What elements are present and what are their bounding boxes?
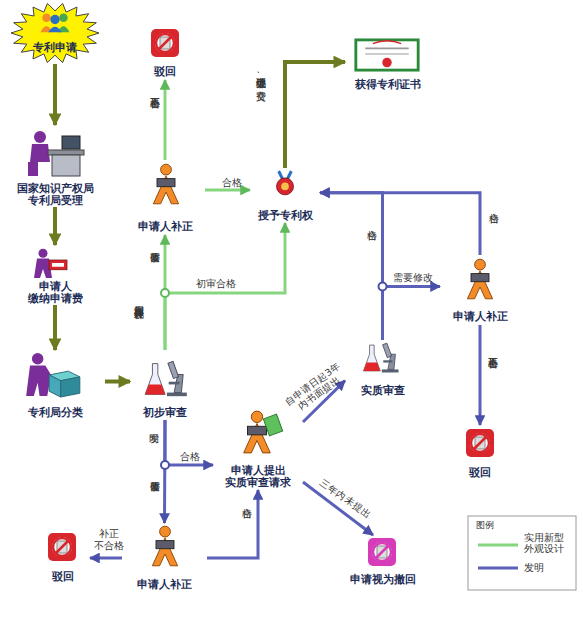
start-burst: 专利申请 <box>10 2 100 64</box>
legend-line <box>478 567 518 570</box>
lab-icon <box>145 361 187 396</box>
edge-label: 合格 <box>241 500 253 530</box>
office-icon <box>28 131 84 176</box>
medal-icon <box>277 170 294 195</box>
process-node: 初步审查 <box>130 350 200 420</box>
edge-label: 补正不合格 <box>487 350 499 410</box>
node-label: 申请人补正 <box>453 310 508 323</box>
edge-label: 办理登记手续、 交费 <box>255 70 267 150</box>
flow-arrow <box>164 80 167 160</box>
flow-arrow <box>53 64 57 125</box>
flow-arrow <box>90 557 122 560</box>
process-node: 申请人提出 实质审查请求 <box>213 410 303 490</box>
flow-arrow <box>383 287 441 341</box>
node-label: 授予专利权 <box>258 209 313 222</box>
burst-outline <box>10 2 100 64</box>
connectors <box>55 62 480 558</box>
flow-arrow <box>285 62 345 168</box>
node-label: 实质审查 <box>361 384 405 397</box>
free-label: 发明 <box>148 426 160 456</box>
flow-arrow <box>105 380 130 384</box>
node-label: 申请人补正 <box>137 578 192 591</box>
edge-label: 初审合格 <box>196 278 236 290</box>
flow-arrow <box>165 420 213 465</box>
person-icon <box>153 164 178 204</box>
person-icon <box>467 259 492 299</box>
flow-arrow <box>205 189 250 192</box>
legend-text: 实用新型 外观设计 <box>524 532 570 555</box>
process-node: 国家知识产权局 专利局受理 <box>0 125 110 207</box>
reject-icon <box>48 533 76 561</box>
edge-label: 合格 <box>488 205 500 235</box>
flow-arrow <box>165 223 285 350</box>
process-node: 申请视为撤回 <box>335 535 430 590</box>
process-node: 申请人 缴纳申请费 <box>20 245 90 305</box>
node-label: 获得专利证书 <box>355 78 421 91</box>
reject-icon <box>151 29 179 57</box>
node-label: 驳回 <box>469 466 491 479</box>
legend-text: 发明 <box>524 562 570 573</box>
process-node: 申请人补正 <box>122 523 207 593</box>
edge-label: 合格 <box>222 177 242 189</box>
lab-icon <box>363 343 398 372</box>
edge-label: 补正不合格 <box>149 90 161 150</box>
person-icon <box>244 411 271 453</box>
process-node: 申请人补正 <box>440 255 520 325</box>
process-node: 授予专利权 <box>250 168 320 223</box>
free-label: 图例 <box>476 520 494 530</box>
edge-label: 需要修改 <box>149 245 161 291</box>
junction-dot <box>379 283 387 291</box>
flow-arrow <box>53 305 57 350</box>
flow-arrow <box>320 193 480 255</box>
edge-label: 需要修改 <box>393 272 433 284</box>
flow-arrow <box>53 207 57 245</box>
node-label: 申请人提出 实质审查请求 <box>213 464 303 489</box>
document-icon <box>263 414 282 436</box>
legend-box <box>468 516 576 590</box>
flow-arrow <box>163 420 167 523</box>
edge-label: 需要修改 <box>149 474 161 520</box>
flow-arrow <box>479 325 482 425</box>
process-node: 专利局分类 <box>5 350 105 420</box>
node-label: 申请人 缴纳申请费 <box>20 280 90 305</box>
edge-label: 合格 <box>366 222 378 252</box>
node-label: 驳回 <box>52 570 74 583</box>
free-label: 实用新型 外观设计 <box>133 298 145 348</box>
process-node: 实质审查 <box>345 340 420 398</box>
node-label: 初步审查 <box>143 406 187 419</box>
legend-line <box>478 544 518 547</box>
certificate-icon <box>356 40 418 70</box>
node-label: 申请视为撤回 <box>350 573 416 586</box>
junction-dot <box>161 461 169 469</box>
edge-label: 补正 不合格 <box>90 528 128 551</box>
node-label: 申请人补正 <box>138 220 193 233</box>
node-label: 专利申请 <box>33 41 77 54</box>
edge-label: 三年内未提出 <box>309 472 381 527</box>
edge-label: 合格 <box>180 451 200 463</box>
process-node: 驳回 <box>35 529 90 587</box>
person-icon <box>152 526 177 566</box>
burst-shape <box>11 3 99 62</box>
node-label: 国家知识产权局 专利局受理 <box>0 182 110 207</box>
legend-samples <box>478 545 518 568</box>
flow-arrow <box>320 193 383 340</box>
process-node: 申请人补正 <box>125 160 205 235</box>
withdraw-icon <box>368 538 396 566</box>
node-label: 专利局分类 <box>28 406 83 419</box>
process-node: 驳回 <box>140 25 190 80</box>
flow-arrow <box>207 490 258 558</box>
node-label: 驳回 <box>154 65 176 78</box>
edge-label: 自申请日起3年 内书面提出 <box>277 357 355 422</box>
people-icon <box>41 14 70 33</box>
reject-icon <box>466 429 494 457</box>
sorting-icon <box>26 353 80 397</box>
process-node: 获得专利证书 <box>345 35 430 95</box>
process-node: 驳回 <box>455 425 505 483</box>
payment-icon <box>34 249 67 278</box>
junction-dot <box>161 289 169 297</box>
